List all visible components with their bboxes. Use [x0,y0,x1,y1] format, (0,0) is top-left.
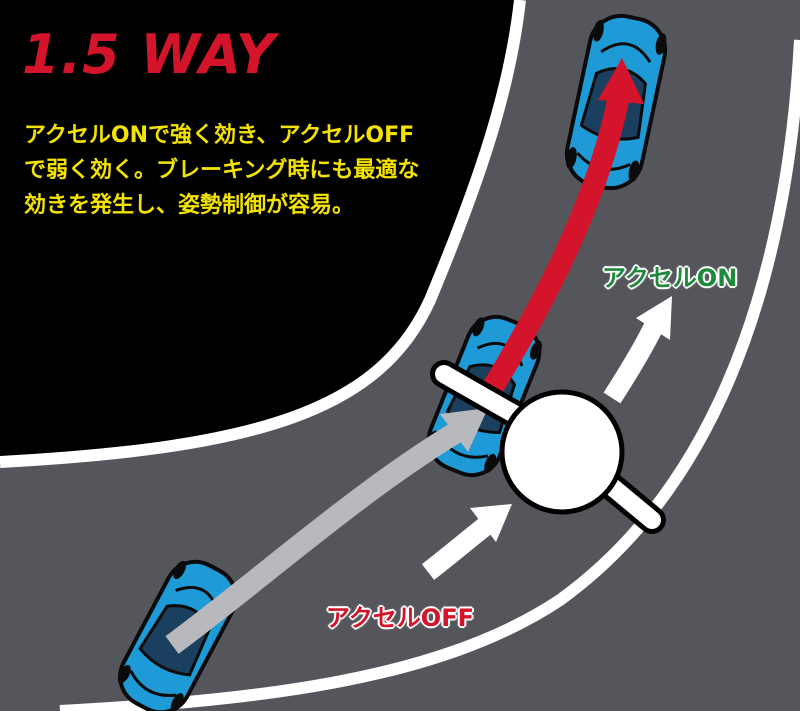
direction-arrow-on-icon [603,296,672,404]
trajectory-red-arrow [480,88,631,398]
accel-on-label: アクセルON [602,264,738,292]
direction-arrow-off-icon [421,504,512,580]
trajectory-grey-arrowhead [440,408,488,452]
road-outer-edge [59,39,800,711]
page-title: 1.5 WAY [22,23,276,86]
differential-icon [430,360,666,534]
trajectory-red-arrowhead [598,58,644,104]
description-line: で弱く効く。ブレーキング時にも最適な [24,158,420,183]
description-text: アクセルONで強く効き、アクセルOFF で弱く効く。ブレーキング時にも最適な 効… [24,118,494,223]
description-line: 効きを発生し、姿勢制御が容易。 [24,193,355,218]
trajectory-grey-arrow [165,420,466,654]
road-inner-edge [0,0,526,468]
accel-off-label: アクセルOFF [326,604,474,632]
description-line: アクセルONで強く効き、アクセルOFF [24,123,415,148]
